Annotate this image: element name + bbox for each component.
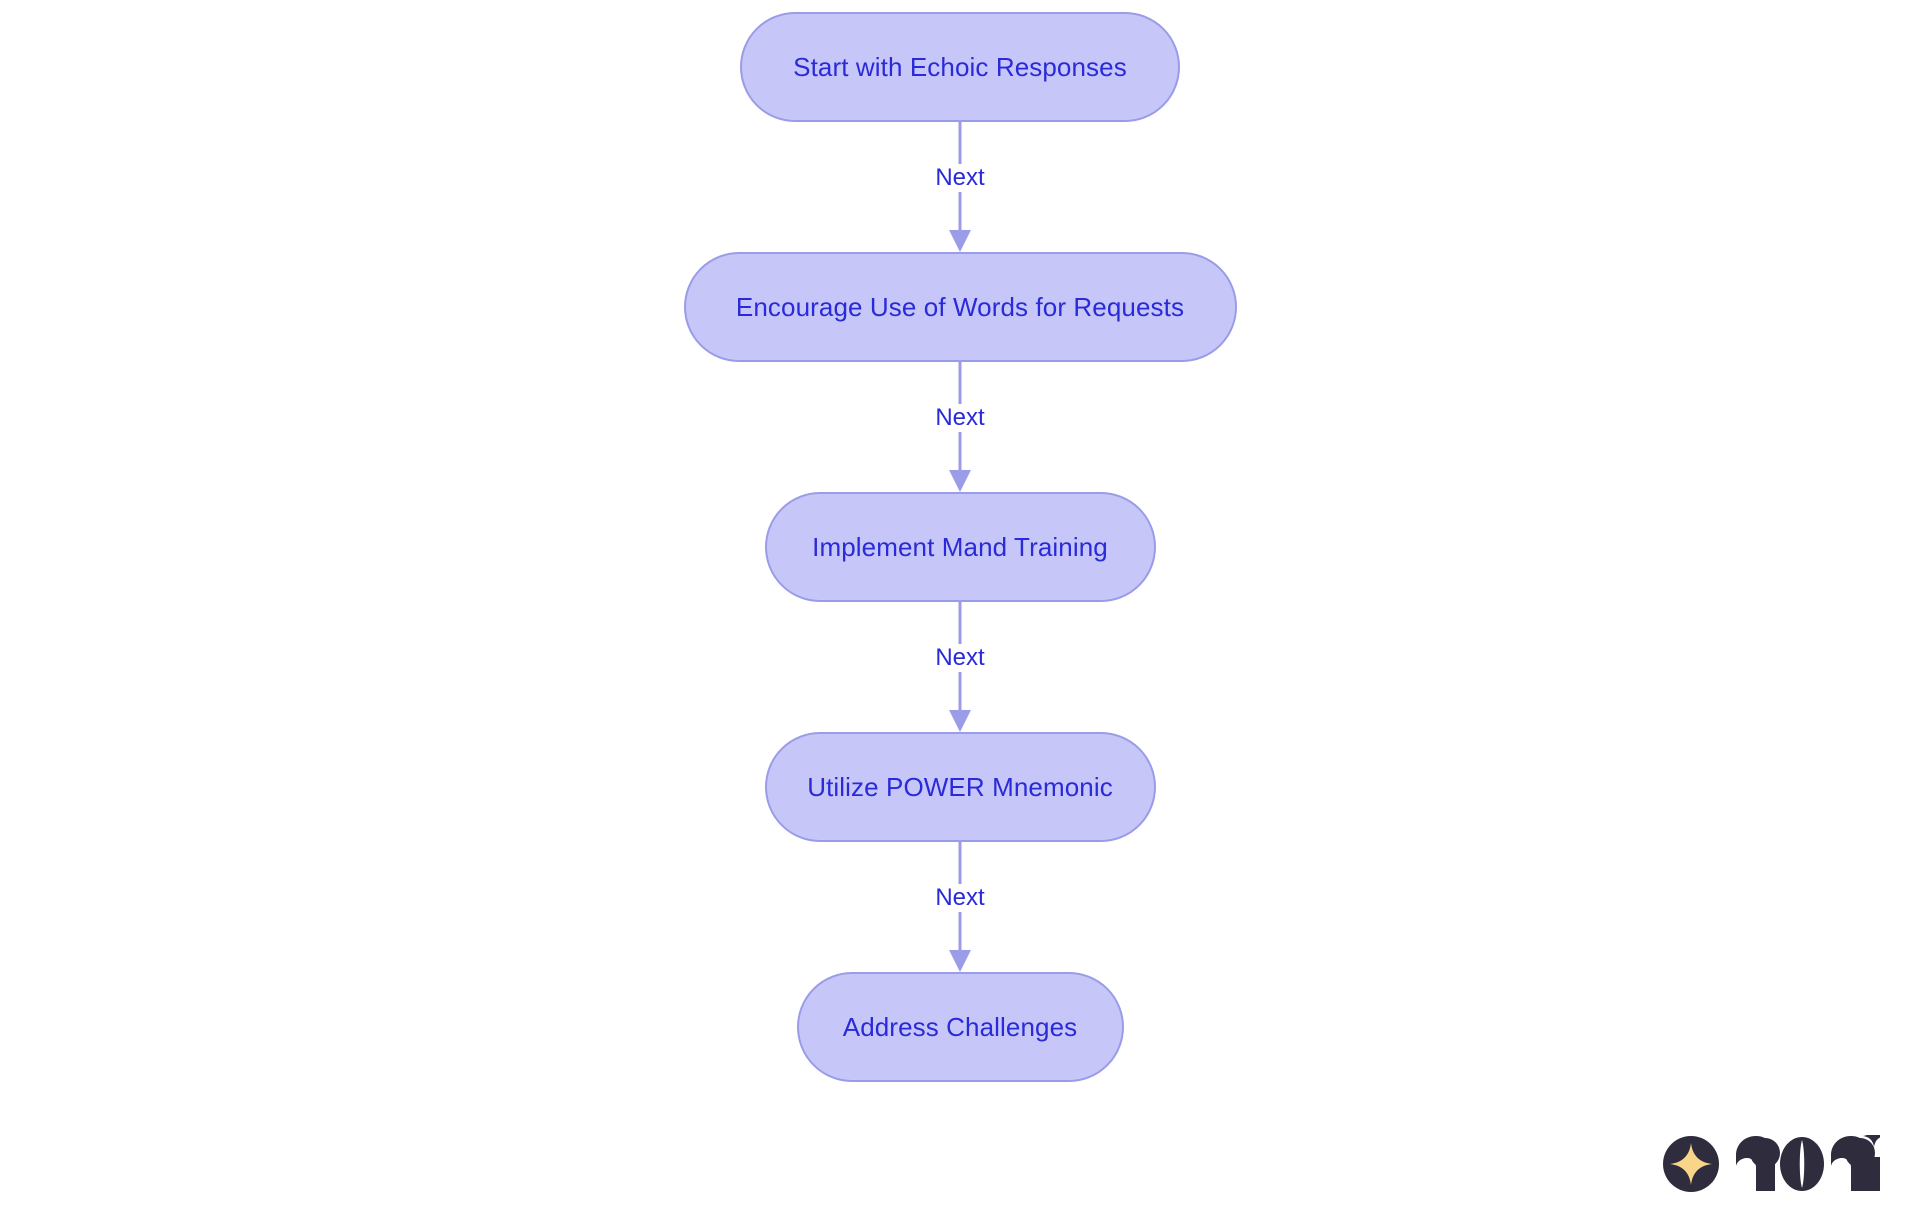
flow-node-utilize-power-mnemonic[interactable]: Utilize POWER Mnemonic	[764, 732, 1156, 842]
arrow-down-icon	[949, 470, 971, 492]
edge-label: Next	[928, 644, 992, 673]
flow-node-label: Utilize POWER Mnemonic	[807, 772, 1113, 802]
arrow-down-icon	[949, 950, 971, 972]
edge-label: Next	[928, 884, 992, 913]
flow-node-label: Encourage Use of Words for Requests	[735, 292, 1185, 322]
flowchart-node-column: Start with Echoic Responses Next Encoura…	[683, 12, 1237, 1082]
brand-logo	[1662, 1135, 1880, 1193]
flow-node-label: Start with Echoic Responses	[793, 52, 1127, 82]
flow-node-start-with-echoic-responses[interactable]: Start with Echoic Responses	[740, 12, 1180, 122]
flow-node-encourage-use-of-words-for-requests[interactable]: Encourage Use of Words for Requests	[683, 252, 1237, 362]
arrow-down-icon	[949, 710, 971, 732]
flow-node-label: Implement Mand Training	[812, 532, 1108, 562]
four-point-star-in-circle-icon	[1663, 1136, 1719, 1192]
flow-node-implement-mand-training[interactable]: Implement Mand Training	[764, 492, 1156, 602]
edge-label: Next	[928, 164, 992, 193]
flow-edge-n1-to-n2: Next	[860, 362, 1060, 492]
rori-wordmark	[1736, 1135, 1880, 1191]
flow-edge-n0-to-n1: Next	[860, 122, 1060, 252]
flow-node-label: Address Challenges	[842, 1012, 1078, 1042]
flow-node-address-challenges[interactable]: Address Challenges	[796, 972, 1124, 1082]
flow-edge-n3-to-n4: Next	[860, 842, 1060, 972]
flow-edge-n2-to-n3: Next	[860, 602, 1060, 732]
arrow-down-icon	[949, 230, 971, 252]
edge-label: Next	[928, 404, 992, 433]
